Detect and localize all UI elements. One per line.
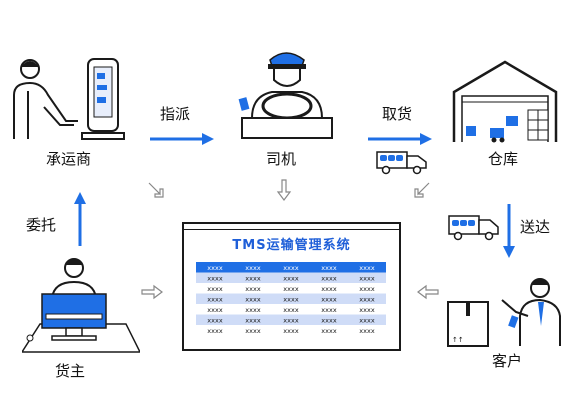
dispatch-label: 指派 [160,105,191,123]
arrow-down-right-icon [148,182,164,198]
table-cell: xxxx [283,306,299,314]
table-cell: xxxx [321,285,337,293]
table-cell: xxxx [245,296,261,304]
table-cell: xxxx [321,275,337,283]
table-cell: xxxx [321,317,337,325]
system-table: xxxx xxxx xxxx xxxx xxxx xxxx xxxx xxxx xxxx xxxx… [196,262,386,336]
table-cell: xxxx [359,296,375,304]
table-cell: xxxx [359,285,375,293]
warehouse-illustration [452,60,558,143]
deliver-label: 送达 [520,218,551,236]
customer-illustration: ↑↑ [447,278,561,347]
driver-label: 司机 [266,150,297,168]
dispatch-arrow [150,133,214,145]
deliver-arrow [503,204,515,258]
arrow-down-left-icon [414,182,430,198]
table-row [196,314,386,325]
carrier-illustration [13,58,125,140]
table-cell: xxxx [359,306,375,314]
table-cell: xxxx [207,327,223,335]
table-header [196,262,386,273]
pickup-arrow [368,133,432,145]
system-title: TMS运输管理系统 [232,238,351,253]
table-row [196,304,386,315]
table-cell: xxxx [283,285,299,293]
table-cell: xxxx [283,317,299,325]
table-cell: xxxx [359,275,375,283]
table-cell: xxxx [245,264,261,272]
table-cell: xxxx [207,317,223,325]
table-cell: xxxx [321,296,337,304]
warehouse-label: 仓库 [488,150,519,168]
table-cell: xxxx [207,306,223,314]
table-cell: xxxx [245,285,261,293]
table-row [196,283,386,294]
table-row [196,293,386,304]
entrust-label: 委托 [26,216,57,234]
svg-text:↑↑: ↑↑ [452,336,464,344]
customer-label: 客户 [492,352,523,370]
truck-icon [448,215,499,241]
table-cell: xxxx [245,327,261,335]
table-cell: xxxx [283,296,299,304]
shipper-illustration [22,258,140,353]
shipper-label: 货主 [55,362,86,380]
table-cell: xxxx [245,317,261,325]
table-cell: xxxx [207,275,223,283]
table-cell: xxxx [321,306,337,314]
arrow-right-icon [141,284,163,300]
table-cell: xxxx [207,285,223,293]
table-cell: xxxx [207,264,223,272]
truck-icon [376,151,427,175]
arrow-left-icon [417,284,439,300]
table-cell: xxxx [359,327,375,335]
table-cell: xxxx [283,275,299,283]
carrier-label: 承运商 [46,150,92,168]
table-row [196,272,386,283]
pickup-label: 取货 [382,105,413,123]
table-row [196,325,386,336]
arrow-down-icon [276,179,292,201]
table-cell: xxxx [359,264,375,272]
table-cell: xxxx [245,275,261,283]
table-cell: xxxx [321,327,337,335]
window-title-bar [184,224,399,230]
table-cell: xxxx [321,264,337,272]
entrust-arrow [74,192,86,246]
table-cell: xxxx [359,317,375,325]
table-cell: xxxx [245,306,261,314]
driver-illustration [238,52,333,139]
table-cell: xxxx [207,296,223,304]
table-cell: xxxx [283,327,299,335]
table-cell: xxxx [283,264,299,272]
